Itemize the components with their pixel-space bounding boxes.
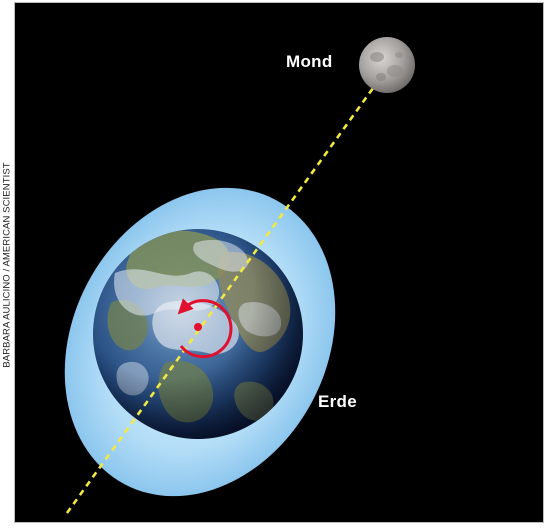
diagram-panel: Mond Erde	[14, 2, 544, 523]
image-credit: BARBARA AULICINO / AMERICAN SCIENTIST	[0, 0, 14, 530]
earth-globe	[93, 229, 303, 439]
earth-center-dot-icon	[194, 323, 202, 331]
counterclockwise-rotation-arrow-icon	[177, 298, 233, 359]
image-credit-text: BARBARA AULICINO / AMERICAN SCIENTIST	[1, 162, 13, 368]
earth-moon-axis-line	[65, 76, 383, 514]
moon-label: Mond	[286, 52, 333, 71]
earth-label: Erde	[318, 392, 357, 411]
earth-moon-tide-diagram	[64, 37, 415, 514]
moon-globe	[359, 37, 415, 93]
